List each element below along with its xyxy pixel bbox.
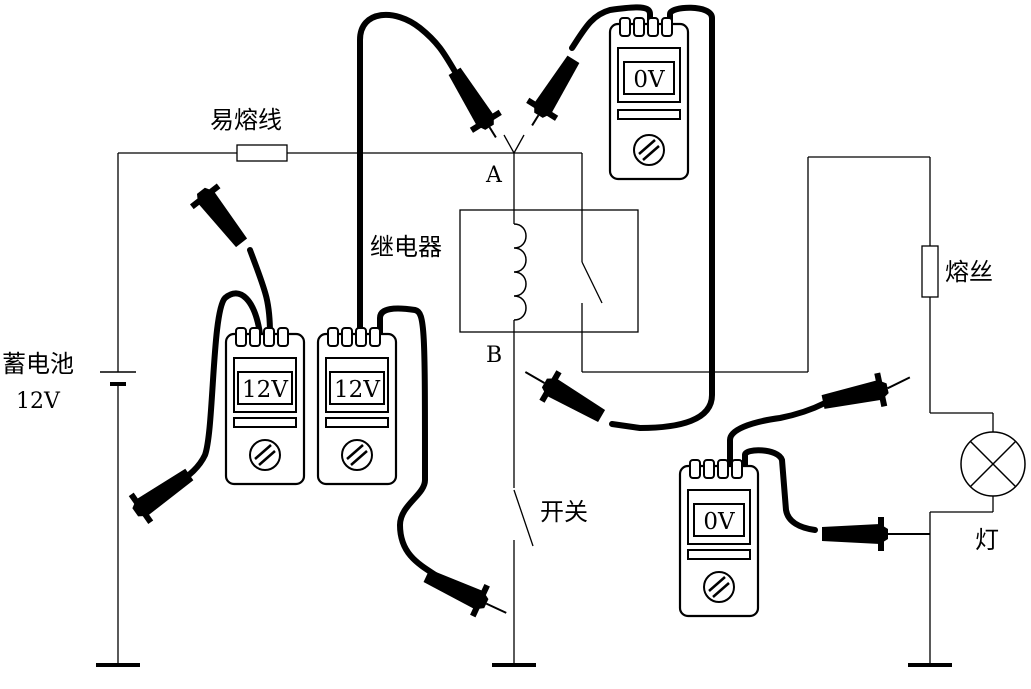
point-b-label: B <box>486 343 502 368</box>
lamp-label: 灯 <box>975 526 999 554</box>
easy-fuse-symbol <box>236 144 288 162</box>
battery-label: 蓄电池 <box>2 350 74 378</box>
test-probe-easy-fuse <box>189 183 248 248</box>
test-probe-battery-ground <box>128 468 194 524</box>
test-probe-b <box>524 370 606 423</box>
voltmeter-left: 12V <box>224 327 306 486</box>
test-probe-a-right <box>526 55 580 126</box>
meter-reading: 12V <box>334 377 380 403</box>
voltmeter-top: 0V <box>608 17 690 181</box>
switch-label: 开关 <box>540 498 588 526</box>
relay-coil <box>513 223 527 321</box>
test-probe-lamp-bottom <box>822 517 930 551</box>
meter-reading: 12V <box>242 377 288 403</box>
meter-reading: 0V <box>703 509 735 535</box>
battery-symbol <box>100 371 136 386</box>
relay-label: 继电器 <box>370 233 442 261</box>
battery-voltage-label: 12V <box>16 389 61 414</box>
circuit-wires <box>117 152 994 665</box>
easy-fuse-label: 易熔线 <box>210 106 282 134</box>
fuse-label: 熔丝 <box>945 258 993 286</box>
test-probe-lamp-top <box>821 372 911 409</box>
voltmeter-bottom-right: 0V <box>678 459 760 618</box>
lamp-symbol <box>960 431 1026 497</box>
voltmeter-middle: 12V <box>316 327 398 486</box>
test-probe-switch <box>423 569 507 618</box>
point-a-label: A <box>485 163 503 188</box>
meter-reading: 0V <box>633 67 665 93</box>
relay-box <box>459 209 639 333</box>
fuse-symbol <box>921 245 939 298</box>
test-probe-a-left <box>448 67 502 138</box>
test-lead-cables <box>169 4 828 581</box>
